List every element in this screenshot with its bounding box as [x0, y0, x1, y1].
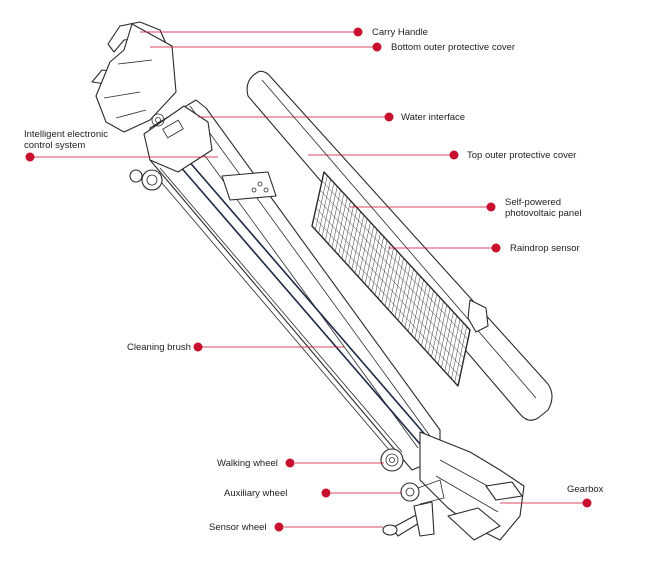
walking-wheel-shape — [380, 448, 404, 472]
control-panel — [221, 171, 277, 201]
sensor-wheel-bracket — [413, 501, 435, 537]
dot-top-cover — [449, 150, 459, 160]
label-control-system-line2: control system — [24, 140, 85, 151]
label-carry-handle: Carry Handle — [372, 27, 428, 38]
label-gearbox: Gearbox — [567, 484, 604, 495]
dot-walking-wheel — [285, 458, 295, 468]
bottom-cover-shape — [95, 23, 177, 133]
cover-bracket — [467, 299, 489, 333]
top-cover-shape — [246, 70, 553, 421]
label-pv-line1: Self-powered — [505, 197, 561, 208]
dot-control-system — [25, 152, 35, 162]
label-raindrop-sensor: Raindrop sensor — [510, 243, 580, 254]
label-walking-wheel: Walking wheel — [217, 458, 278, 469]
label-sensor-wheel: Sensor wheel — [209, 522, 267, 533]
dot-pv-panel — [486, 202, 496, 212]
dot-gearbox — [582, 498, 592, 508]
cleaning-robot-illustration — [91, 21, 553, 541]
label-control-system-line1: Intelligent electronic — [24, 129, 108, 140]
dot-sensor-wheel — [274, 522, 284, 532]
gearbox-plate — [447, 507, 501, 541]
label-top-cover: Top outer protective cover — [467, 150, 576, 161]
callouts: Carry Handle Bottom outer protective cov… — [24, 27, 604, 533]
control-housing — [143, 105, 213, 173]
label-cleaning-brush: Cleaning brush — [127, 342, 191, 353]
top-walking-wheel — [141, 169, 163, 191]
dot-raindrop-sensor — [491, 243, 501, 253]
sensor-wheel-shape — [382, 524, 398, 536]
rail-track — [165, 143, 429, 445]
dot-auxiliary-wheel — [321, 488, 331, 498]
top-small-wheel — [129, 169, 143, 183]
gearbox-housing — [419, 431, 525, 541]
dot-carry-handle — [353, 27, 363, 37]
dot-bottom-cover — [372, 42, 382, 52]
auxiliary-wheel-shape — [400, 482, 420, 502]
gearbox-block — [485, 481, 523, 501]
label-bottom-cover: Bottom outer protective cover — [391, 42, 515, 53]
label-auxiliary-wheel: Auxiliary wheel — [224, 488, 287, 499]
label-pv-line2: photovoltaic panel — [505, 208, 582, 219]
label-water-interface: Water interface — [401, 112, 465, 123]
dot-cleaning-brush — [193, 342, 203, 352]
photovoltaic-panel — [311, 171, 471, 387]
dot-water-interface — [384, 112, 394, 122]
